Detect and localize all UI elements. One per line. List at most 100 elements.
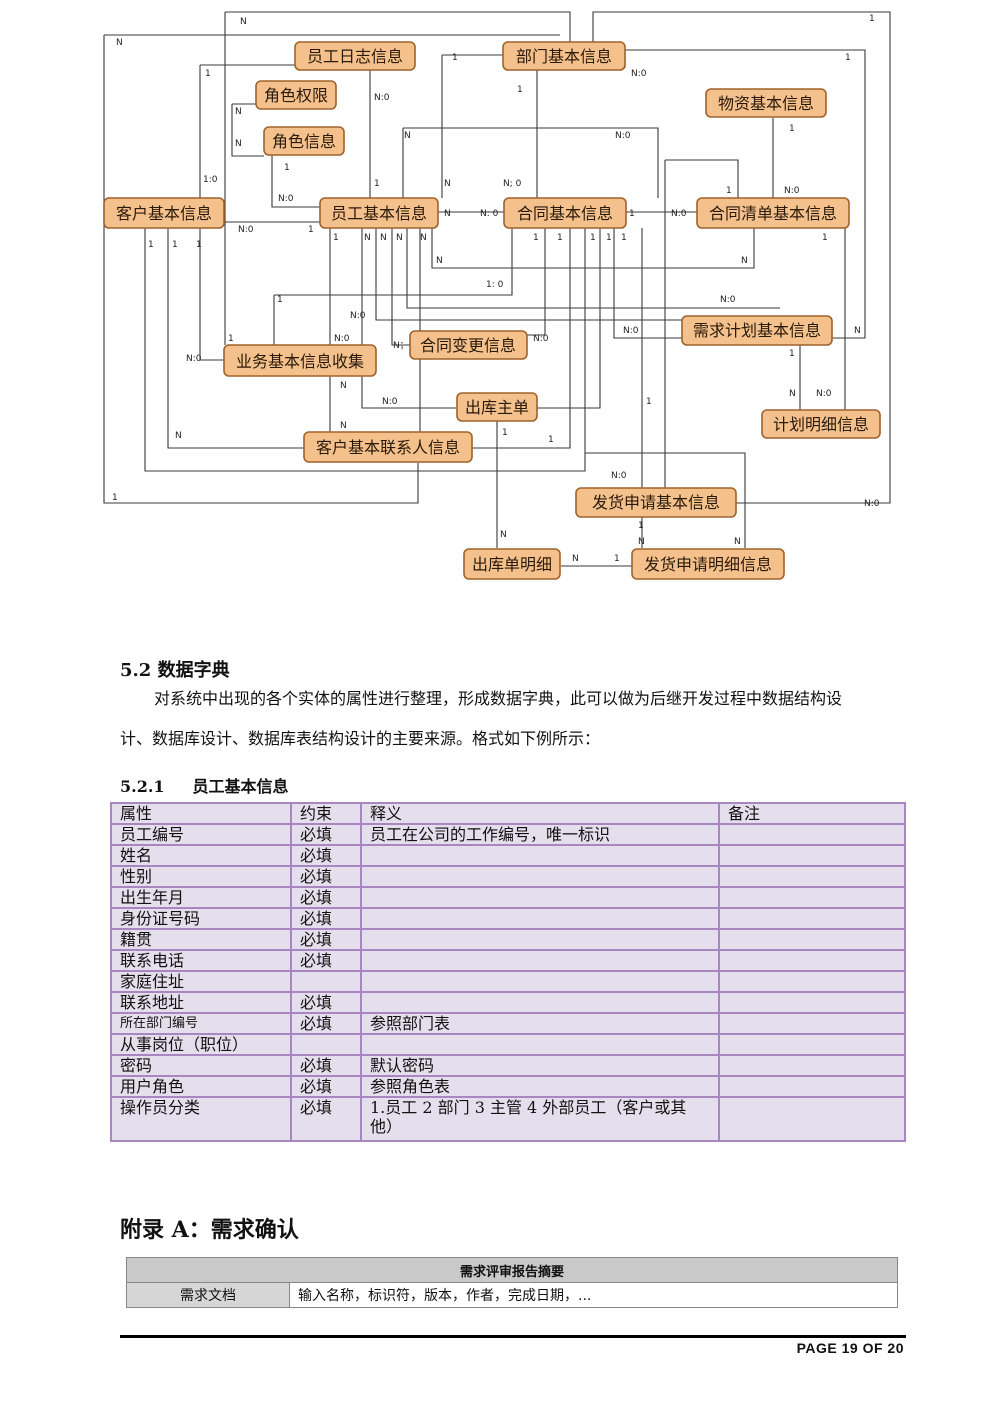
cell-note: [718, 907, 906, 930]
cardinality-label: 1: [629, 209, 635, 219]
cardinality-label: N:0: [382, 397, 398, 407]
cardinality-label: 1: 0: [486, 280, 504, 290]
page-number: PAGE 19 OF 20: [796, 1340, 904, 1356]
cell-note: [718, 844, 906, 867]
header-cell: 属性: [110, 802, 292, 825]
review-table-header: 需求评审报告摘要: [126, 1257, 898, 1283]
subsection-number: 5.2.1: [120, 777, 165, 796]
cardinality-label: N: [404, 131, 411, 141]
cardinality-label: N:0: [720, 295, 736, 305]
cell-meaning: [360, 865, 720, 888]
entity-demand-plan: 需求计划基本信息: [681, 315, 833, 346]
subsection-title: 5.2.1 员工基本信息: [120, 773, 289, 797]
cell-constraint: 必填: [290, 907, 362, 930]
cell-meaning: 1.员工 2 部门 3 主管 4 外部员工（客户或其他）: [360, 1096, 720, 1142]
table-row: 性别 必填: [110, 865, 906, 888]
svg-text:发货申请基本信息: 发货申请基本信息: [592, 493, 720, 512]
cardinality-label: 1: [148, 240, 154, 250]
cardinality-label: N: [116, 38, 123, 48]
cardinality-label: 1: [517, 85, 523, 95]
cell-constraint: 必填: [290, 844, 362, 867]
cell-meaning: [360, 886, 720, 909]
cardinality-label: N:0: [864, 499, 880, 509]
cardinality-label: N: [340, 421, 347, 431]
entity-ship-detail: 发货申请明细信息: [631, 548, 785, 580]
cardinality-label: N: [572, 554, 579, 564]
entity-contract-change: 合同变更信息: [409, 330, 528, 360]
review-row-value: 输入名称，标识符，版本，作者，完成日期，...: [289, 1282, 898, 1308]
cell-constraint: 必填: [290, 991, 362, 1014]
cell-meaning: 默认密码: [360, 1054, 720, 1077]
cell-attribute: 籍贯: [110, 928, 292, 951]
cardinality-label: N: [175, 431, 182, 441]
cardinality-label: 1: [374, 179, 380, 189]
review-row-key: 需求文档: [126, 1282, 290, 1308]
entities: 员工日志信息 部门基本信息 角色权限 物资基本信息 角色信息 客户基本信息 员工…: [103, 41, 881, 580]
svg-text:员工日志信息: 员工日志信息: [307, 47, 403, 66]
cell-meaning: [360, 928, 720, 951]
cell-note: [718, 949, 906, 972]
cardinality-label: N: [638, 537, 645, 547]
section-paragraph-line-1: 对系统中出现的各个实体的属性进行整理，形成数据字典，此可以做为后继开发过程中数据…: [154, 689, 843, 708]
entity-role-permission: 角色权限: [255, 80, 337, 110]
cell-note: [718, 991, 906, 1014]
cell-note: [718, 1033, 906, 1056]
cell-meaning: 员工在公司的工作编号，唯一标识: [360, 823, 720, 846]
cardinality-label: 1: [869, 14, 875, 24]
cardinality-label: 1:0: [203, 175, 218, 185]
entity-staff-log: 员工日志信息: [294, 41, 416, 71]
svg-text:客户基本联系人信息: 客户基本联系人信息: [316, 438, 460, 457]
table-row: 家庭住址: [110, 970, 906, 993]
cardinality-label: N:0: [334, 334, 350, 344]
header-cell: 备注: [718, 802, 906, 825]
cardinality-label: N: [240, 17, 247, 27]
section-paragraph-line-2: 计、数据库设计、数据库表结构设计的主要来源。格式如下例所示：: [120, 729, 601, 748]
cell-attribute: 密码: [110, 1054, 292, 1077]
cardinality-label: 1: [196, 240, 202, 250]
cell-constraint: 必填: [290, 949, 362, 972]
subsection-name: 员工基本信息: [192, 777, 289, 796]
cardinality-label: N: [396, 233, 403, 243]
cell-meaning: [360, 907, 720, 930]
cardinality-label: N:0: [278, 194, 294, 204]
table-row: 姓名 必填: [110, 844, 906, 867]
cardinality-label: N: [444, 179, 451, 189]
header-cell: 释义: [360, 802, 720, 825]
cardinality-label: 1: [452, 53, 458, 63]
entity-ship-apply: 发货申请基本信息: [575, 487, 737, 518]
cell-attribute: 员工编号: [110, 823, 292, 846]
cardinality-label: N: [741, 256, 748, 266]
cardinality-label: 1: [548, 435, 554, 445]
svg-text:员工基本信息: 员工基本信息: [331, 204, 427, 223]
data-dictionary-table: 属性 约束 释义 备注 员工编号 必填 员工在公司的工作编号，唯一标识 姓名 必…: [110, 802, 906, 1142]
cardinality-label: 1: [172, 240, 178, 250]
entity-dept: 部门基本信息: [502, 41, 626, 71]
cardinality-label: N: [235, 139, 242, 149]
cell-note: [718, 1075, 906, 1098]
entity-outbound: 出库主单: [456, 392, 538, 422]
svg-text:计划明细信息: 计划明细信息: [773, 415, 869, 434]
cell-attribute: 身份证号码: [110, 907, 292, 930]
entity-customer-contact: 客户基本联系人信息: [303, 431, 473, 463]
table-row: 联系电话 必填: [110, 949, 906, 972]
cell-constraint: 必填: [290, 865, 362, 888]
table-row: 密码 必填 默认密码: [110, 1054, 906, 1077]
entity-role-info: 角色信息: [263, 126, 345, 156]
cardinality-label: N: [444, 209, 451, 219]
cell-constraint: 必填: [290, 1075, 362, 1098]
cell-constraint: 必填: [290, 1096, 362, 1142]
cardinality-label: N:0: [186, 354, 202, 364]
svg-text:合同清单基本信息: 合同清单基本信息: [709, 204, 837, 223]
cardinality-labels: N N 1 1 1 1 N:0 1 N:0 N 1 N N:0 N 1 1:0 …: [112, 14, 880, 564]
relationship-lines: [103, 11, 891, 567]
cell-attribute: 家庭住址: [110, 970, 292, 993]
svg-text:业务基本信息收集: 业务基本信息收集: [236, 352, 364, 371]
cardinality-label: N:0: [533, 334, 549, 344]
section-title: 5.2 数据字典: [120, 660, 230, 681]
entity-staff: 员工基本信息: [319, 197, 439, 229]
table-row: 联系地址 必填: [110, 991, 906, 1014]
cell-meaning: [360, 1033, 720, 1056]
table-row: 员工编号 必填 员工在公司的工作编号，唯一标识: [110, 823, 906, 846]
cardinality-label: N: [235, 107, 242, 117]
entity-material: 物资基本信息: [705, 88, 827, 118]
